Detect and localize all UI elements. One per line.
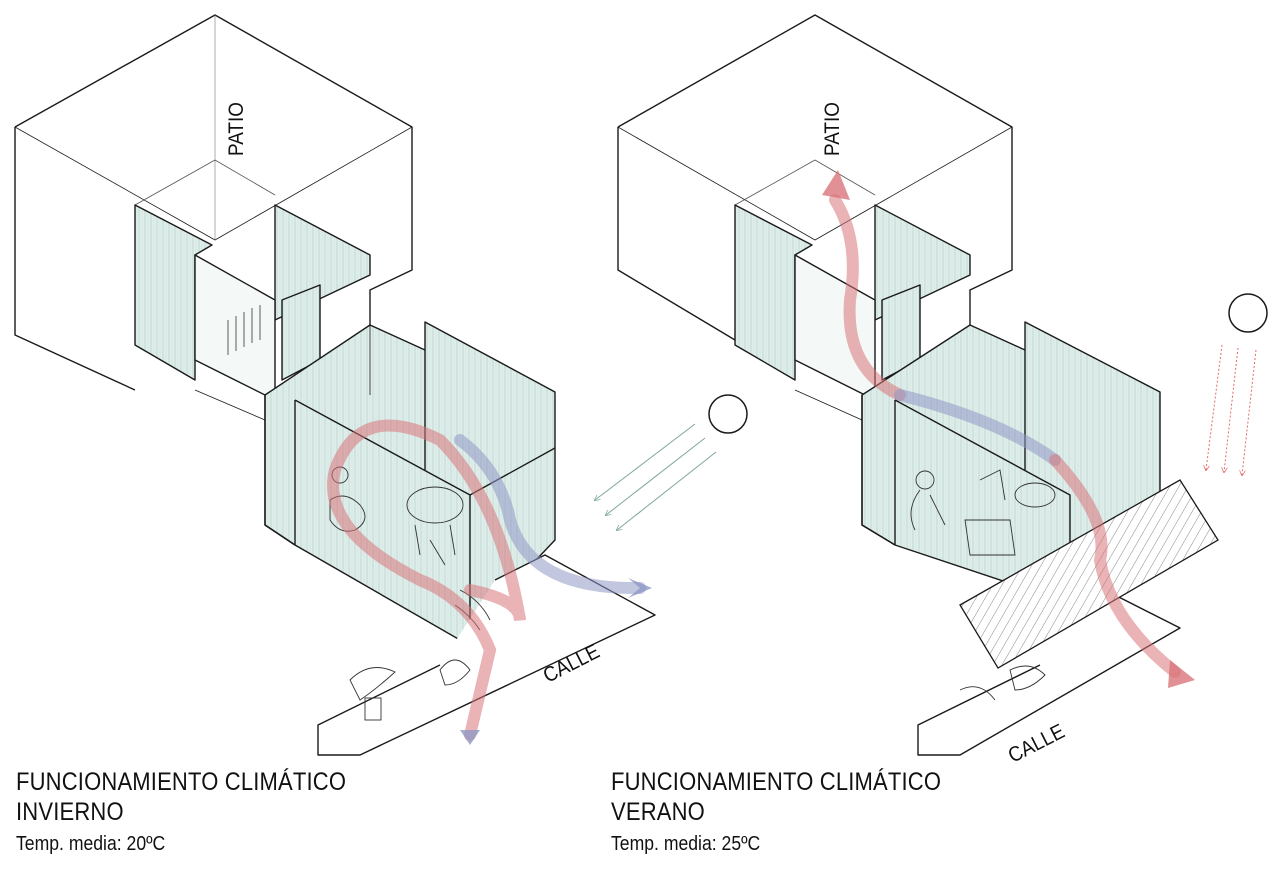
caption-season-summer: VERANO xyxy=(611,798,705,826)
caption-season-winter: INVIERNO xyxy=(16,798,124,826)
caption-title-summer: FUNCIONAMIENTO CLIMÁTICO xyxy=(611,768,942,796)
summer-awning xyxy=(959,479,1219,669)
caption-temp-summer: Temp. media: 25ºC xyxy=(611,833,761,855)
patio-label-winter: PATIO xyxy=(225,102,248,156)
winter-airflow xyxy=(327,419,652,745)
patio-label-summer: PATIO xyxy=(821,102,844,156)
summer-furniture xyxy=(910,469,1056,701)
summer-airflow xyxy=(822,170,1195,688)
summer-sun-icon xyxy=(1206,293,1268,475)
caption-title-winter: FUNCIONAMIENTO CLIMÁTICO xyxy=(16,768,347,796)
winter-building xyxy=(14,14,656,756)
caption-temp-winter: Temp. media: 20ºC xyxy=(16,833,166,855)
winter-sun-icon xyxy=(595,394,748,530)
summer-building xyxy=(617,14,1181,756)
